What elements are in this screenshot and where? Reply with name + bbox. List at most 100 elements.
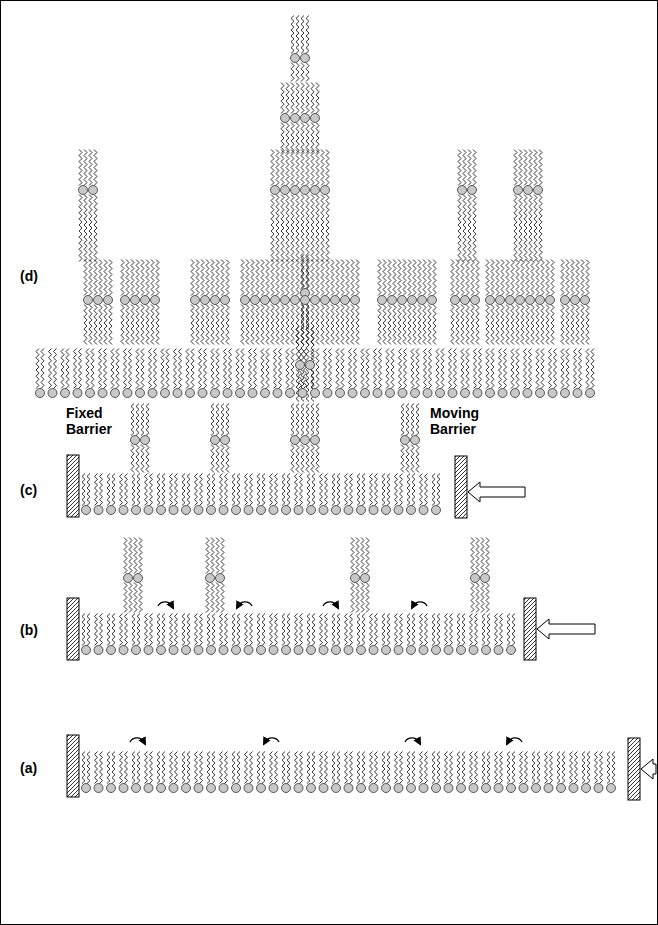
lipid-tail — [129, 349, 132, 389]
lipid-tail — [470, 752, 473, 784]
lipid-head — [418, 296, 427, 305]
lipid-head — [132, 646, 141, 655]
lipid-tail — [316, 349, 319, 389]
lipid-tail — [121, 260, 124, 296]
lipid-tail — [276, 260, 279, 296]
lipid-tail — [388, 260, 391, 296]
lipid-tail — [562, 752, 565, 784]
lipid-tail — [262, 752, 265, 784]
lipid-tail — [400, 752, 403, 784]
lipid-head — [257, 784, 266, 793]
lipid-tail — [471, 583, 474, 613]
lipid-tail — [296, 404, 299, 436]
lipid-tail — [162, 752, 165, 784]
lipid-head — [419, 646, 428, 655]
lipid-head — [271, 186, 280, 195]
lipid-tail — [470, 614, 473, 646]
lipid-tail — [519, 195, 522, 262]
lipid-tail — [504, 349, 507, 389]
lipid-tail — [307, 614, 310, 646]
lipid-head — [241, 296, 250, 305]
lipid-tail — [549, 349, 552, 389]
lipid-tail — [306, 123, 309, 154]
lipid-head — [511, 389, 520, 398]
lipid-tail — [458, 150, 461, 186]
lipid-tail — [476, 305, 479, 345]
lipid-tail — [386, 349, 389, 389]
lipid-head — [471, 296, 480, 305]
lipid-tail — [407, 614, 410, 646]
lipid-tail — [206, 583, 209, 613]
lipid-tail — [134, 583, 137, 613]
lipid-head — [382, 646, 391, 655]
lipid-tail — [109, 260, 112, 296]
lipid-head — [432, 646, 441, 655]
lipid-tail — [370, 614, 373, 646]
lipid-head — [486, 389, 495, 398]
lipid-tail — [457, 614, 460, 646]
lipid-head — [311, 186, 320, 195]
lipid-head — [546, 296, 555, 305]
lipid-tail — [520, 752, 523, 784]
lipid-tail — [49, 349, 52, 389]
lipid-tail — [476, 583, 479, 613]
lipid-tail — [332, 614, 335, 646]
lipid-tail — [587, 752, 590, 784]
lipid-head — [461, 389, 470, 398]
flip-arrow — [238, 602, 252, 606]
lipid-tail — [226, 305, 229, 345]
lipid-tail — [408, 260, 411, 296]
lipid-tail — [407, 474, 410, 506]
lipid-tail — [306, 305, 309, 345]
lipid-tail — [306, 404, 309, 436]
lipid-tail — [545, 752, 548, 784]
lipid-head — [294, 506, 303, 515]
lipid-head — [232, 506, 241, 515]
lipid-tail — [393, 305, 396, 345]
lipid-tail — [574, 349, 577, 389]
lipid-tail — [271, 305, 274, 345]
lipid-tail — [136, 349, 139, 389]
lipid-tail — [36, 349, 39, 389]
lipid-tail — [281, 305, 284, 345]
lipid-tail — [411, 445, 414, 473]
lipid-tail — [274, 349, 277, 389]
lipid-tail — [432, 614, 435, 646]
lipid-tail — [250, 474, 253, 506]
lipid-tail — [525, 752, 528, 784]
lipid-tail — [270, 752, 273, 784]
lipid-head — [586, 389, 595, 398]
lipid-tail — [276, 305, 279, 345]
lipid-head — [157, 506, 166, 515]
flip-arrow — [413, 602, 427, 606]
lipid-tail — [356, 260, 359, 296]
lipid-tail — [403, 305, 406, 345]
lipid-tail — [454, 349, 457, 389]
lipid-head — [494, 784, 503, 793]
lipid-tail — [351, 260, 354, 296]
lipid-tail — [495, 614, 498, 646]
lipid-tail — [413, 305, 416, 345]
lipid-tails — [36, 16, 615, 784]
lipid-head — [461, 296, 470, 305]
lipid-tail — [79, 349, 82, 389]
lipid-tail — [287, 752, 290, 784]
lipid-tail — [512, 614, 515, 646]
lipid-head — [411, 389, 420, 398]
lipid-tail — [84, 150, 87, 186]
lipid-tail — [131, 445, 134, 473]
lipid-tail — [66, 349, 69, 389]
lipid-tail — [445, 614, 448, 646]
lipid-tail — [107, 614, 110, 646]
lipid-tail — [401, 445, 404, 473]
lipid-tail — [221, 260, 224, 296]
lipid-tail — [387, 752, 390, 784]
lipid-head — [211, 389, 220, 398]
barrier — [455, 456, 467, 518]
lipid-head — [223, 389, 232, 398]
lipid-tail — [224, 349, 227, 389]
lipid-head — [94, 506, 103, 515]
lipid-tail — [156, 260, 159, 296]
lipid-head — [169, 784, 178, 793]
lipid-tail — [262, 614, 265, 646]
